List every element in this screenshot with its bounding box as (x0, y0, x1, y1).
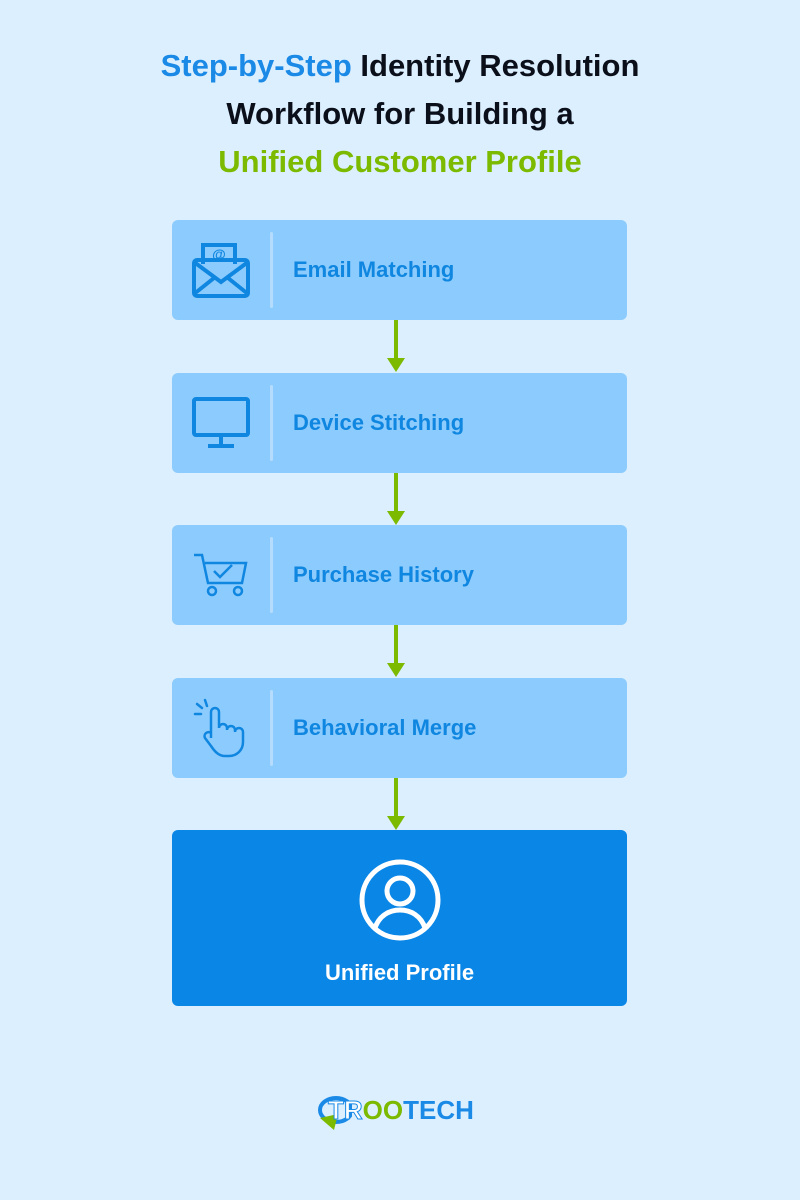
logo-text-2: OO (362, 1094, 404, 1125)
arrow-down-icon (387, 625, 405, 677)
step-label: Device Stitching (293, 410, 465, 435)
arrow-down-icon (387, 778, 405, 830)
step-device-stitching: Device Stitching (172, 373, 627, 473)
title-highlight: Step-by-Step (160, 48, 352, 83)
page-title: Step-by-Step Identity Resolution Workflo… (0, 42, 800, 186)
user-circle-icon (359, 859, 441, 941)
divider (270, 690, 273, 766)
step-label: Purchase History (293, 562, 474, 587)
logo-swoosh-icon (318, 1096, 352, 1130)
hand-tap-icon (172, 698, 270, 758)
step-label: Behavioral Merge (293, 715, 477, 740)
title-line-2: Workflow for Building a (226, 96, 574, 131)
svg-text:@: @ (212, 246, 226, 262)
step-purchase-history: Purchase History (172, 525, 627, 625)
cart-check-icon (172, 551, 270, 599)
arrow-down-icon (387, 473, 405, 525)
logo-text-1: TR (328, 1094, 364, 1125)
logo-text-3: TECH (403, 1094, 474, 1125)
final-label: Unified Profile (324, 960, 475, 985)
monitor-icon (172, 397, 270, 449)
envelope-at-icon: @ (172, 242, 270, 298)
divider (270, 232, 273, 308)
step-label: Email Matching (293, 257, 455, 282)
divider (270, 537, 273, 613)
step-email-matching: @ Email Matching (172, 220, 627, 320)
title-text: Identity Resolution (351, 48, 640, 83)
arrow-down-icon (387, 320, 405, 372)
title-line-3: Unified Customer Profile (218, 144, 582, 179)
unified-profile-box: Unified Profile (172, 830, 627, 1006)
divider (270, 385, 273, 461)
step-behavioral-merge: Behavioral Merge (172, 678, 627, 778)
